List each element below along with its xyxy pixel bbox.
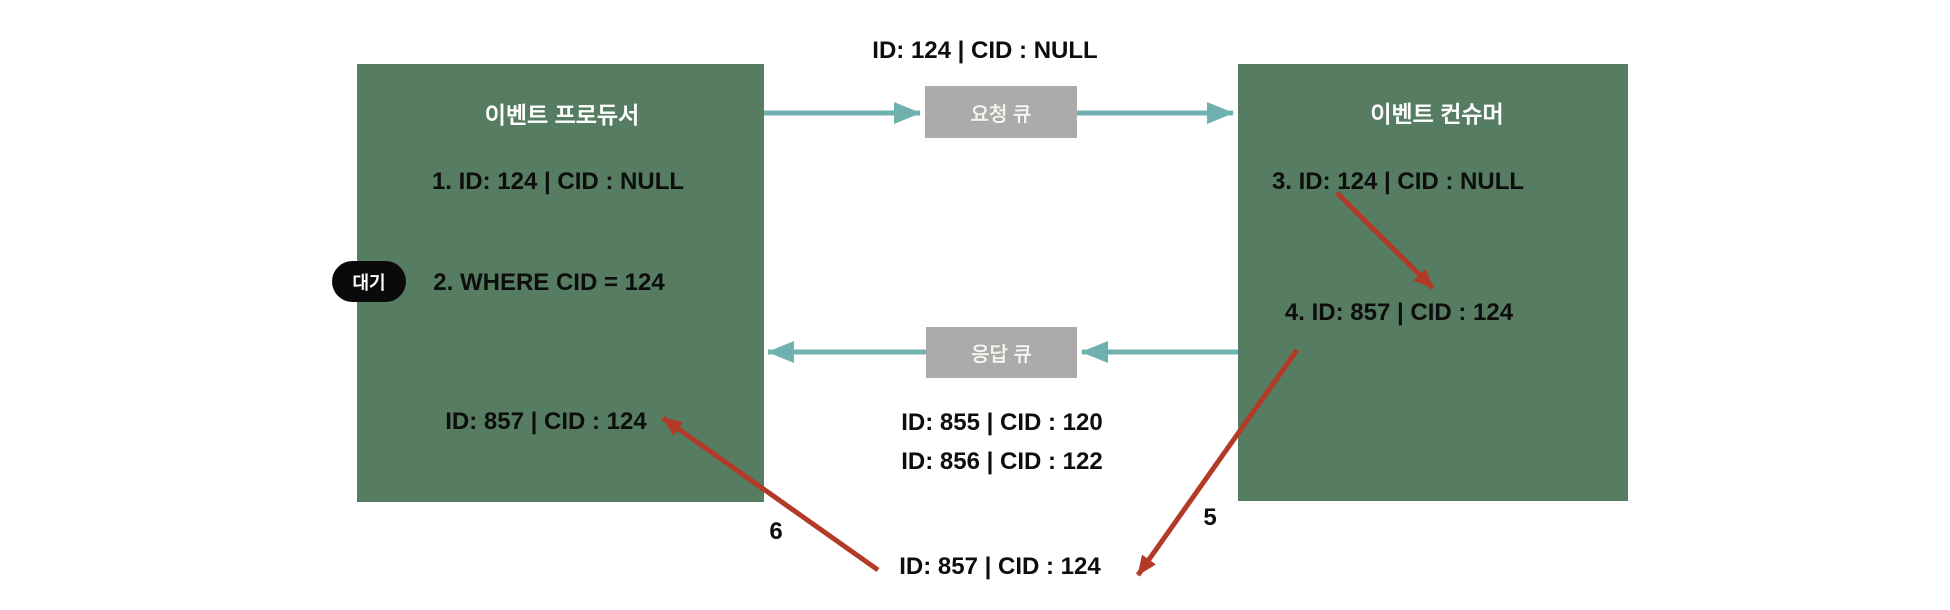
wait-badge-label: 대기 [352, 272, 386, 293]
step-5-label: 5 [1203, 504, 1217, 531]
producer-step-2: 2. WHERE CID = 124 [433, 269, 665, 296]
event-consumer-title: 이벤트 컨슈머 [1370, 101, 1504, 127]
event-consumer-box [1238, 64, 1628, 501]
step-6-label: 6 [769, 518, 783, 545]
request-message-label: ID: 124 | CID : NULL [872, 37, 1098, 64]
response-message-1: ID: 855 | CID : 120 [901, 409, 1103, 436]
request-queue-box: 요청 큐 [925, 86, 1077, 138]
response-queue-box: 응답 큐 [926, 327, 1077, 378]
event-producer-title: 이벤트 프로듀서 [484, 102, 640, 128]
consumer-step-3: 3. ID: 124 | CID : NULL [1271, 168, 1525, 195]
wait-badge: 대기 [332, 261, 406, 302]
response-message-2: ID: 856 | CID : 122 [901, 448, 1103, 475]
request-queue-label: 요청 큐 [970, 103, 1032, 126]
producer-step-1: 1. ID: 124 | CID : NULL [431, 168, 685, 195]
producer-result: ID: 857 | CID : 124 [445, 408, 647, 435]
reply-message: ID: 857 | CID : 124 [899, 553, 1101, 580]
response-queue-label: 응답 큐 [971, 344, 1032, 366]
consumer-step-4: 4. ID: 857 | CID : 124 [1284, 299, 1514, 326]
